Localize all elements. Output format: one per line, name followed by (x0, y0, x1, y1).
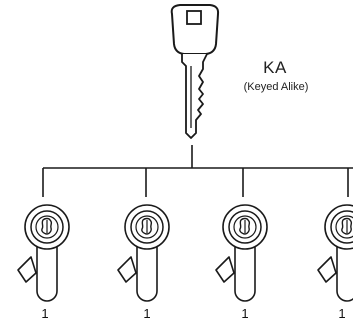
cylinder-lock-icon-1 (17, 204, 70, 302)
cylinder-quantity-2: 1 (143, 306, 151, 321)
cylinder-quantity-4: 1 (338, 306, 346, 321)
cylinder-lock-icon-3 (215, 204, 268, 302)
cylinder-quantity-1: 1 (41, 306, 49, 321)
diagram-subtitle: (Keyed Alike) (243, 81, 309, 93)
connector-lines (42, 145, 353, 197)
cylinder-lock-icon-2 (117, 204, 170, 302)
diagram-title: KA (263, 58, 287, 77)
cylinder-lock-icon-4 (317, 204, 353, 302)
key-icon (170, 4, 220, 139)
cylinder-quantity-3: 1 (241, 306, 249, 321)
